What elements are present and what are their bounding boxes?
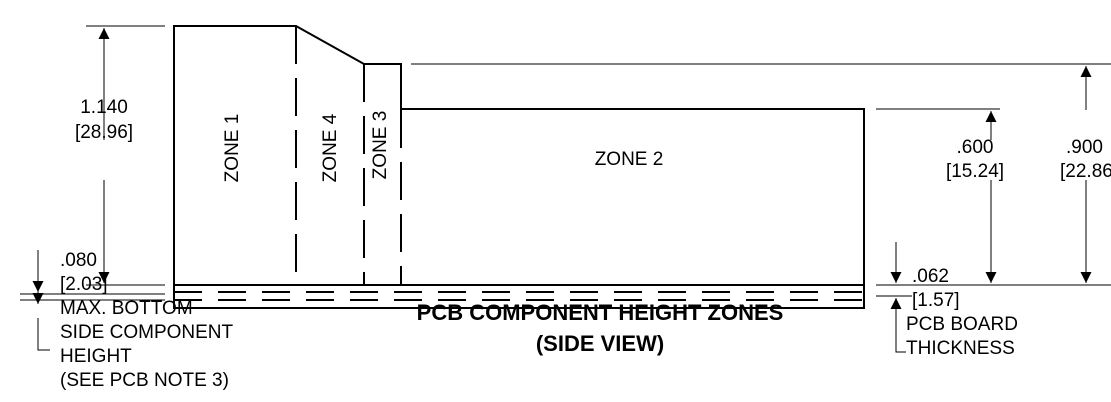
zone1-label: ZONE 1 <box>222 114 243 183</box>
dim-600-inch: .600 <box>957 137 994 158</box>
dim-1140-inch: 1.140 <box>80 97 128 118</box>
leader-062 <box>895 330 906 353</box>
diagram-title-line-1: PCB COMPONENT HEIGHT ZONES <box>417 300 784 325</box>
leader-080 <box>37 318 50 351</box>
dim-080-note-2: SIDE COMPONENT <box>60 322 234 343</box>
dim-080-note-3: HEIGHT <box>60 346 132 367</box>
dim-080-inch: .080 <box>60 250 97 271</box>
zone3-label: ZONE 3 <box>370 111 391 180</box>
dim-900-inch: .900 <box>1066 137 1103 158</box>
dim-600-mm: [15.24] <box>946 161 1004 182</box>
zone-envelope-outline <box>173 25 865 309</box>
dim-062-inch: .062 <box>912 266 949 287</box>
zone2-label: ZONE 2 <box>595 149 664 170</box>
dim-080-note-1: MAX. BOTTOM <box>60 298 193 319</box>
dim-080-mm: [2.03] <box>60 274 108 295</box>
dim-1140-mm: [28.96] <box>75 122 133 143</box>
diagram-title-line-2: (SIDE VIEW) <box>536 331 664 356</box>
dim-062-note-2: THICKNESS <box>906 338 1015 359</box>
dim-062-mm: [1.57] <box>912 290 960 311</box>
zone4-label: ZONE 4 <box>320 113 341 182</box>
dim-900-mm: [22.86] <box>1060 161 1111 182</box>
dim-080-note-4: (SEE PCB NOTE 3) <box>60 370 229 391</box>
dim-062-note-1: PCB BOARD <box>906 314 1018 335</box>
